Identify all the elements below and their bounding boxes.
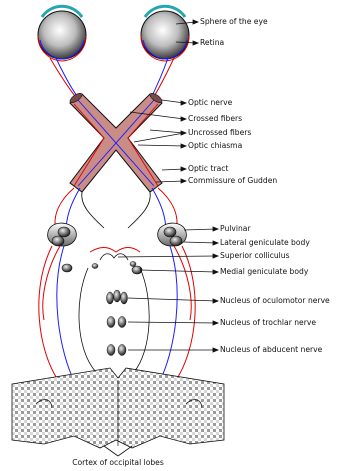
oculomotor-nuclei [107,290,128,304]
label-pulvinar: Pulvinar [220,225,251,233]
occipital-cortex [12,368,224,448]
label-medial-geniculate-body: Medial geniculate body [220,268,308,276]
optic-chiasma [69,92,164,192]
label-lateral-geniculate-body: Lateral geniculate body [220,239,310,247]
label-optic-nerve: Optic nerve [188,99,232,107]
label-retina: Retina [200,39,224,47]
label-cortex-of-occipital-lobes: Cortex of occipital lobes [0,458,236,467]
label-trochlar-nucleus: Nucleus of trochlar nerve [220,319,316,327]
label-abducent-nucleus: Nucleus of abducent nerve [220,346,322,354]
brainstem [79,268,149,378]
label-sphere-of-eye: Sphere of the eye [200,18,268,26]
label-commissure-of-gudden: Commissure of Gudden [188,177,277,185]
label-oculomotor-nucleus: Nucleus of oculomotor nerve [220,297,330,305]
label-uncrossed-fibers: Uncrossed fibers [188,129,251,137]
optic-tract-fibers [55,188,177,232]
label-superior-colliculus: Superior colliculus [220,252,290,260]
left-thalamic-bodies [48,223,77,246]
label-optic-chiasma: Optic chiasma [188,142,242,150]
right-eye [141,6,189,61]
midbrain-bodies [62,248,142,275]
optic-nerve-fibers [50,58,174,100]
label-crossed-fibers: Crossed fibers [188,115,242,123]
left-eye [38,6,86,61]
right-thalamic-bodies [158,223,187,246]
trochlar-nuclei [107,317,126,328]
label-optic-tract: Optic tract [188,165,228,173]
abducent-nuclei [107,345,126,356]
